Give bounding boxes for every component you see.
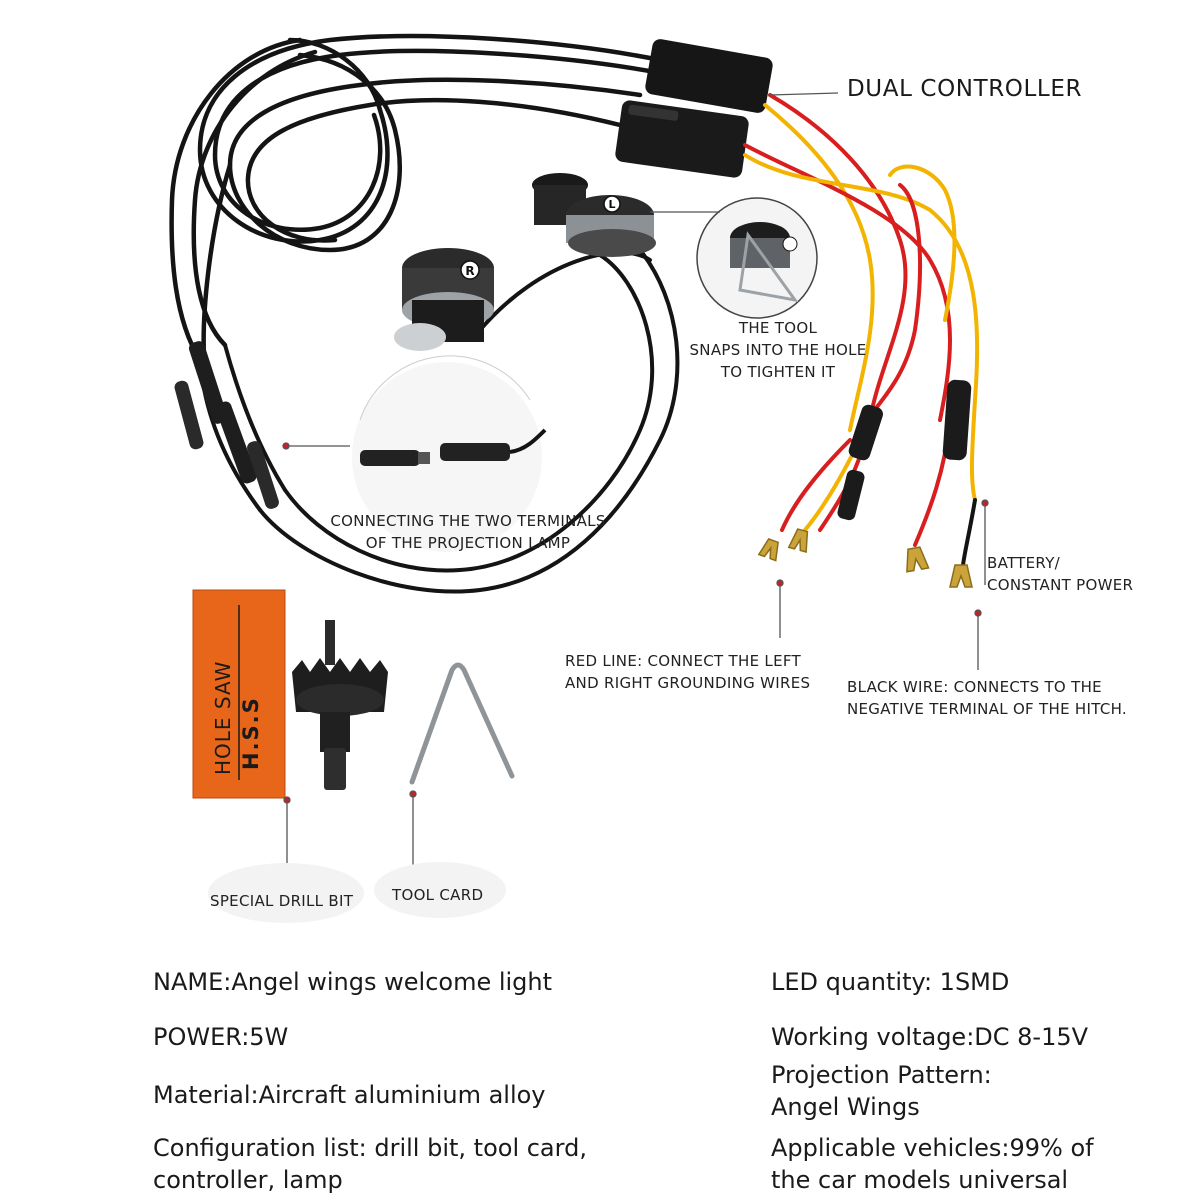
spec-material: Material:Aircraft aluminium alloy (153, 1081, 546, 1109)
tool-card-label: TOOL CARD (392, 886, 484, 904)
black-wire-line-2: NEGATIVE TERMINAL OF THE HITCH. (847, 700, 1127, 718)
dual-controller (615, 39, 773, 178)
inline-connector (174, 341, 279, 509)
connecting-terminals-line-1: CONNECTING THE TWO TERMINALS (330, 512, 606, 530)
hss-text: H.S.S (239, 696, 263, 770)
spec-power: POWER:5W (153, 1023, 289, 1051)
lamp-mark-l: L (608, 198, 615, 211)
battery-line-2: CONSTANT POWER (987, 576, 1134, 594)
tool-snaps-line-2: SNAPS INTO THE HOLE (689, 341, 867, 359)
label-backdrop (374, 862, 506, 918)
special-drill-bit-label: SPECIAL DRILL BIT (210, 892, 354, 910)
red-line-line-1: RED LINE: CONNECT THE LEFT (565, 652, 801, 670)
lamp-mark-r: R (465, 264, 474, 278)
tool-detail-inset (696, 197, 818, 319)
projection-lamp-left: R (394, 248, 494, 351)
projection-lamp-right: L (532, 173, 656, 257)
hole-saw-box: HOLE SAW H.S.S (192, 589, 286, 799)
connector-detail-inset (352, 355, 547, 552)
spec-applicable-vehicles-line-1: Applicable vehicles:99% of (771, 1134, 1094, 1162)
spec-configuration-line-2: controller, lamp (153, 1166, 343, 1194)
spec-name: NAME:Angel wings welcome light (153, 968, 553, 996)
label-backdrop (208, 863, 364, 923)
hole-saw-text: HOLE SAW (211, 661, 235, 775)
cable-coil (169, 33, 663, 373)
red-line-line-2: AND RIGHT GROUNDING WIRES (565, 674, 811, 692)
red-line-label: RED LINE: CONNECT THE LEFT AND RIGHT GRO… (565, 650, 810, 694)
tool-card-pin (409, 662, 515, 785)
tool-snaps-label: THE TOOL SNAPS INTO THE HOLE TO TIGHTEN … (678, 317, 878, 383)
spec-projection-pattern-line-1: Projection Pattern: (771, 1061, 992, 1089)
tool-snaps-line-3: TO TIGHTEN IT (720, 363, 836, 381)
spec-led-quantity: LED quantity: 1SMD (771, 968, 1010, 996)
black-wire-label: BLACK WIRE: CONNECTS TO THE NEGATIVE TER… (847, 676, 1127, 720)
dual-controller-label: DUAL CONTROLLER (847, 76, 1083, 102)
black-wire-line-1: BLACK WIRE: CONNECTS TO THE (847, 678, 1102, 696)
drill-bit (292, 620, 388, 790)
spec-working-voltage: Working voltage:DC 8-15V (771, 1023, 1089, 1051)
spec-applicable-vehicles-line-2: the car models universal (771, 1166, 1069, 1194)
spade-terminal (757, 528, 973, 588)
spec-configuration-line-1: Configuration list: drill bit, tool card… (153, 1134, 587, 1162)
fuse-holder (837, 379, 972, 521)
tool-snaps-line-1: THE TOOL (738, 319, 818, 337)
connecting-terminals-label: CONNECTING THE TWO TERMINALS OF THE PROJ… (318, 510, 618, 554)
battery-line-1: BATTERY/ (987, 554, 1061, 572)
spec-projection-pattern-line-2: Angel Wings (771, 1093, 920, 1121)
connecting-terminals-line-2: OF THE PROJECTION LAMP (365, 534, 571, 552)
battery-label: BATTERY/ CONSTANT POWER (987, 552, 1133, 596)
